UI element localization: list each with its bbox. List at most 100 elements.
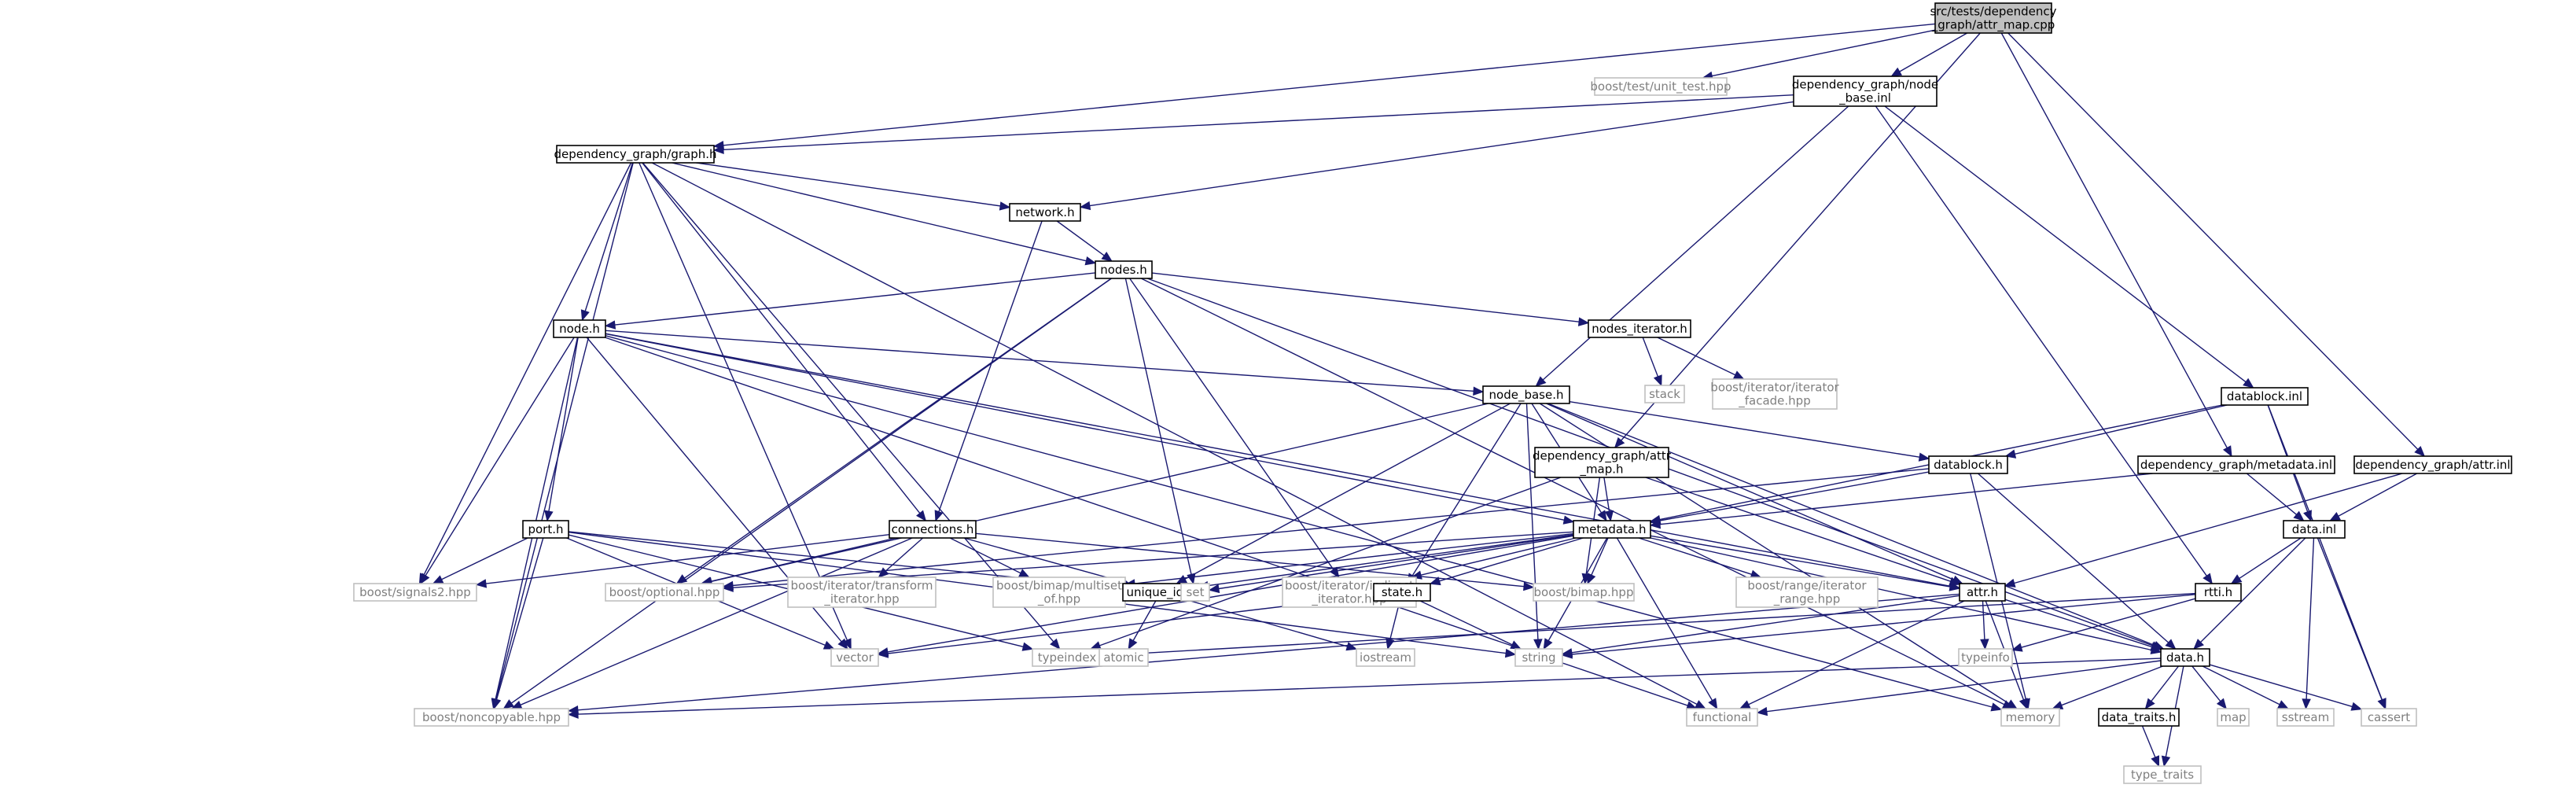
node-label: src/tests/dependency	[1930, 5, 2056, 19]
node-label: _of.hpp	[1037, 592, 1080, 607]
edge-graph_h-to-nodes_h	[672, 162, 1087, 262]
node-rtti-h[interactable]: rtti.h	[2195, 583, 2242, 602]
edge-arrowhead	[1510, 640, 1522, 650]
edge-arrowhead	[1504, 648, 1517, 658]
edge-arrowhead	[2165, 639, 2177, 650]
node-network-h[interactable]: network.h	[1009, 203, 1081, 222]
edge-node_h-to-noncopyable	[495, 337, 579, 700]
node-box	[1514, 648, 1563, 667]
node-connections-h[interactable]: connections.h	[889, 520, 977, 539]
node-box	[1534, 447, 1669, 478]
node-functional: functional	[1686, 708, 1758, 727]
node-label: boost/range/iterator	[1747, 579, 1867, 593]
node-label: stack	[1649, 387, 1680, 401]
node-data-inl[interactable]: data.inl	[2283, 520, 2346, 539]
edge-state_h-to-string	[1419, 600, 1513, 646]
node-unique-id-h[interactable]: unique_id.h	[1122, 583, 1199, 602]
edge-arrowhead	[544, 510, 554, 522]
node-label: boost/test/unit_test.hpp	[1590, 79, 1731, 94]
edge-metadata_h-to-iterator_range	[1638, 537, 1752, 575]
node-label: _range.hpp	[1773, 592, 1840, 607]
edge-attr_h-to-functional	[1748, 600, 1965, 705]
edge-graph_h-to-noncopyable	[495, 162, 634, 700]
node-typeindex: typeindex	[1032, 648, 1102, 667]
edge-arrowhead	[604, 320, 616, 330]
edge-arrowhead	[1523, 581, 1535, 591]
node-nodes-h[interactable]: nodes.h	[1095, 260, 1153, 279]
edge-arrowhead	[1429, 577, 1441, 586]
node-datablock-inl[interactable]: datablock.inl	[2221, 387, 2309, 406]
edge-node_base_h-to-datablock_h	[1569, 401, 1920, 458]
edge-attr_inl-to-attr_h	[2014, 473, 2403, 584]
node-root[interactable]: src/tests/dependency_graph/attr_map.cpp	[1930, 2, 2057, 34]
node-box	[830, 648, 879, 667]
node-label: dependency_graph/graph.h	[554, 147, 716, 162]
edge-metadata_h-to-vector	[887, 535, 1574, 653]
edge-node_base_h-to-string	[1525, 403, 1539, 640]
edge-node_base_h-to-optional	[711, 403, 1489, 582]
edge-graph_h-to-connections_h	[642, 162, 921, 514]
edge-network_h-to-nodes_h	[1056, 220, 1105, 256]
edge-arrowhead	[2004, 578, 2016, 588]
edge-arrowhead	[567, 709, 579, 719]
node-port-h[interactable]: port.h	[522, 520, 569, 539]
edge-arrowhead	[1577, 317, 1590, 326]
node-node-h[interactable]: node.h	[553, 319, 606, 338]
edge-nodes_iterator_h-to-stack	[1642, 337, 1659, 378]
node-box	[1934, 2, 2052, 34]
node-nodes-iterator-h[interactable]: nodes_iterator.h	[1588, 319, 1691, 338]
node-attr-map-h[interactable]: dependency_graph/attr_map.h	[1533, 447, 1672, 478]
node-box	[1009, 203, 1081, 222]
node-metadata-h[interactable]: metadata.h	[1573, 520, 1651, 539]
edge-metadata_inl-to-data_inl	[2246, 473, 2297, 515]
node-box	[414, 708, 569, 727]
node-attr-inl[interactable]: dependency_graph/attr.inl	[2353, 455, 2512, 474]
node-label: datablock.inl	[2227, 389, 2302, 403]
edge-attr_map_h-to-metadata_h	[1603, 477, 1610, 512]
node-graph-h[interactable]: dependency_graph/graph.h	[554, 145, 717, 164]
edge-metadata_h-to-state_h	[1439, 537, 1584, 582]
edge-arrowhead	[2329, 512, 2341, 521]
nodes-layer: src/tests/dependency_graph/attr_map.cppb…	[353, 2, 2512, 784]
edge-root-to-unit_test	[1712, 29, 1936, 77]
edge-datablock_inl-to-datablock_h	[2015, 404, 2228, 455]
node-label: vector	[836, 650, 874, 665]
node-data-traits-h[interactable]: data_traits.h	[2098, 708, 2180, 727]
node-label: data.inl	[2292, 522, 2336, 536]
node-box	[2123, 765, 2202, 784]
node-label: sstream	[2282, 710, 2329, 724]
edge-arrowhead	[1695, 700, 1706, 709]
node-box	[2160, 648, 2210, 667]
node-state-h[interactable]: state.h	[1373, 583, 1431, 602]
node-node-base-inl[interactable]: dependency_graph/node_base.inl	[1792, 76, 1938, 107]
edge-data_h-to-noncopyable	[577, 658, 2162, 715]
edge-connections_h-to-transform_iterator	[885, 537, 924, 572]
node-metadata-inl[interactable]: dependency_graph/metadata.inl	[2137, 455, 2335, 474]
edge-arrowhead	[2302, 698, 2311, 710]
edge-datablock_h-to-metadata_h	[1659, 471, 1930, 521]
edge-metadata_h-to-set	[1218, 534, 1574, 590]
edge-arrowhead	[822, 640, 835, 650]
edge-arrowhead	[877, 649, 889, 658]
node-box	[1098, 648, 1149, 667]
node-box	[553, 319, 606, 338]
node-attr-h[interactable]: attr.h	[1959, 583, 2006, 602]
edge-arrowhead	[878, 567, 889, 578]
node-typeinfo: typeinfo	[1958, 648, 2013, 667]
edge-arrowhead	[1890, 67, 1903, 77]
node-box	[1793, 76, 1938, 107]
edge-metadata_h-to-data_h	[1650, 537, 2152, 651]
node-box	[1735, 577, 1879, 608]
edge-arrowhead	[1561, 648, 1573, 658]
node-data-h[interactable]: data.h	[2160, 648, 2210, 667]
node-datablock-h[interactable]: datablock.h	[1928, 455, 2008, 474]
edge-arrowhead	[1021, 642, 1034, 651]
edge-arrowhead	[2144, 698, 2155, 710]
node-label: boost/noncopyable.hpp	[422, 710, 561, 724]
edge-datablock_h-to-optional	[732, 468, 1930, 587]
node-node-base-h[interactable]: node_base.h	[1482, 385, 1570, 404]
node-cassert: cassert	[2361, 708, 2417, 727]
edge-node_base_h-to-attr_h	[1546, 403, 1954, 580]
edge-node_h-to-memory	[605, 335, 1993, 708]
edge-arrowhead	[2414, 446, 2426, 457]
